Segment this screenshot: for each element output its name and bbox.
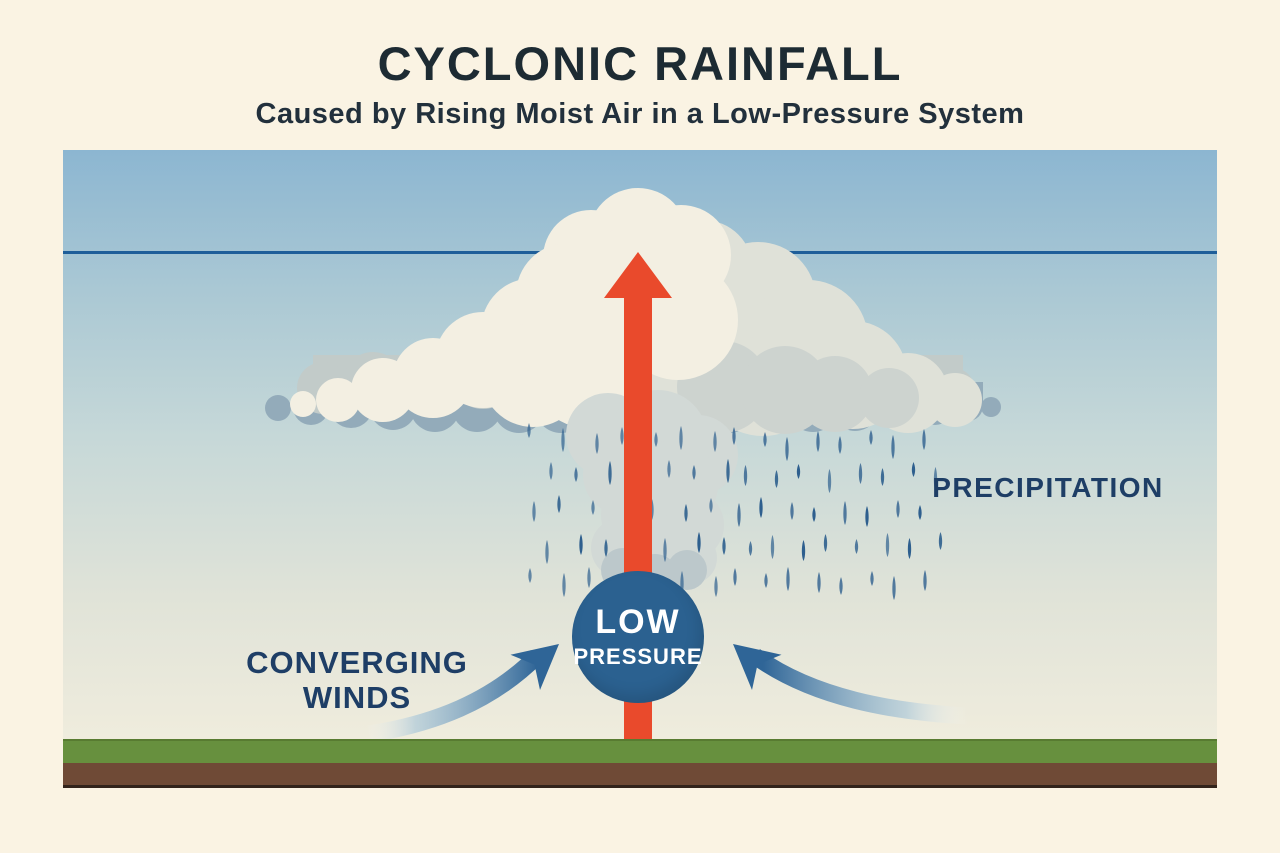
grass-strip — [63, 739, 1217, 763]
converging-winds-line1: CONVERGING — [246, 645, 468, 680]
soil-strip — [63, 763, 1217, 785]
updraft-arrow-icon — [604, 252, 672, 742]
diagram-panel: LOW PRESSURE CONVERGING WINDS PRECIPITAT… — [63, 150, 1217, 788]
ground — [63, 739, 1217, 788]
wind-arrow-left-icon — [367, 644, 559, 743]
low-pressure-circle: LOW PRESSURE — [572, 571, 704, 703]
page-title: CYCLONIC RAINFALL — [377, 37, 903, 90]
rain-drops-icon — [527, 423, 943, 600]
low-pressure-label-line2: PRESSURE — [573, 644, 703, 669]
low-pressure-label-line1: LOW — [595, 603, 681, 641]
cloud-icon — [265, 188, 1001, 446]
precipitation-label: PRECIPITATION — [932, 472, 1164, 503]
wind-arrow-right-icon — [733, 644, 969, 725]
converging-winds-line2: WINDS — [302, 680, 412, 715]
page-subtitle: Caused by Rising Moist Air in a Low-Pres… — [255, 98, 1025, 130]
converging-winds-label: CONVERGING WINDS — [197, 645, 517, 715]
